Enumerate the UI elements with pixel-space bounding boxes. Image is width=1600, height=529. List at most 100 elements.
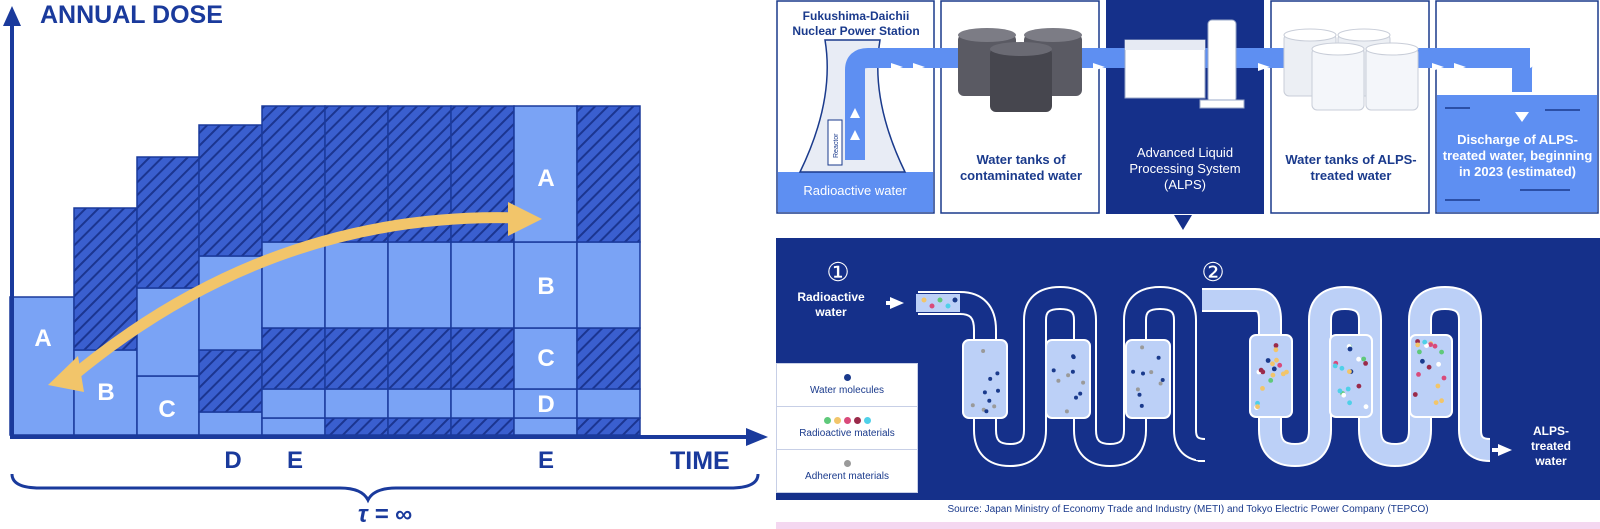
axes [3, 6, 768, 446]
radioactive-dot-icon [833, 417, 841, 424]
particle [1066, 373, 1071, 378]
dose-columns [9, 105, 641, 436]
particle [970, 403, 975, 408]
radioactive-dot-icon [823, 417, 831, 424]
particle [1131, 369, 1136, 374]
particle [1412, 392, 1418, 397]
radioactive-dot-icon [853, 417, 861, 424]
alps-machine [1124, 19, 1245, 109]
x-axis-title: TIME [670, 447, 730, 475]
treated-tanks-label: Water tanks of ALPS-treated water [1285, 152, 1417, 183]
particle [1081, 380, 1086, 385]
reactor-label: Reactor [833, 133, 840, 158]
contaminated-tanks-label: Water tanks of contaminated water [959, 152, 1083, 183]
particle [1439, 349, 1444, 355]
particle [1268, 378, 1274, 383]
particle [1436, 361, 1441, 367]
particle [1139, 403, 1144, 408]
particle [1341, 392, 1347, 398]
block-label-a2: A [537, 165, 554, 192]
particle [1415, 339, 1420, 344]
particle [1332, 363, 1338, 369]
bottom-label-e2: E [538, 447, 554, 474]
particle [1363, 361, 1368, 366]
particle [981, 349, 986, 353]
particle [1435, 383, 1441, 389]
particle [995, 371, 1000, 376]
flow-down-arrow [1174, 215, 1192, 230]
particle [1158, 381, 1163, 386]
block-label-a1: A [34, 325, 51, 352]
particle [1345, 386, 1351, 392]
particle [1337, 388, 1343, 394]
particle [1070, 369, 1075, 374]
particle [1339, 365, 1345, 371]
output-label: ALPS-treated water [1530, 424, 1571, 468]
particle [1135, 387, 1140, 392]
particle [1265, 358, 1271, 363]
bottom-label-d: D [224, 447, 241, 474]
particle [996, 388, 1000, 393]
particle [1433, 400, 1439, 405]
legend-label-water: Water molecules [809, 385, 885, 396]
block-label-b1: B [97, 379, 114, 406]
particle [1356, 356, 1361, 362]
legend-item-water: Water molecules [777, 364, 917, 407]
particle [1426, 364, 1432, 370]
adherent-dot-icon [843, 460, 851, 467]
particle [1137, 392, 1142, 397]
particle [1149, 370, 1154, 375]
alps-label: Advanced Liquid Processing System (ALPS) [1129, 145, 1241, 192]
block-label-c1: C [158, 396, 175, 423]
particle [1255, 400, 1260, 406]
particle [1363, 404, 1369, 410]
particle [1064, 409, 1069, 414]
particle [1051, 368, 1056, 373]
particle [1270, 372, 1276, 378]
particle [1270, 361, 1275, 367]
legend-item-adherent: Adherent materials [777, 450, 917, 492]
particle [1255, 404, 1260, 410]
block-label-d2: D [537, 391, 554, 418]
particle [1156, 355, 1161, 360]
particle [1271, 366, 1277, 372]
particle [1260, 386, 1265, 391]
particle [1140, 345, 1145, 350]
particle [1074, 395, 1078, 400]
particle [992, 404, 997, 409]
particle [1416, 372, 1421, 377]
water-molecule-icon [843, 374, 851, 381]
bottom-accent-bar [776, 522, 1600, 529]
particle [1273, 347, 1279, 353]
legend-label-radioactive: Radioactive materials [799, 428, 895, 439]
particle [1277, 362, 1283, 368]
particle [1347, 369, 1352, 374]
particle [1417, 349, 1422, 355]
particle [1273, 343, 1279, 348]
source-note: Source: Japan Ministry of Economy Trade … [776, 500, 1600, 522]
legend-label-adherent: Adherent materials [805, 471, 889, 482]
y-axis-title: ANNUAL DOSE [40, 1, 223, 29]
discharge-label: Discharge of ALPS-treated water, beginni… [1442, 132, 1593, 179]
particle [1347, 400, 1352, 406]
particle [1422, 339, 1428, 345]
block-label-b2: B [537, 273, 554, 300]
particle [987, 398, 992, 403]
alps-diagram: Reactor [776, 0, 1600, 500]
radioactive-dot-icon [863, 417, 871, 424]
particle [1347, 346, 1353, 352]
y-axis-arrowhead [3, 6, 21, 26]
particle [1141, 371, 1145, 376]
particle [1420, 358, 1425, 364]
particle [1280, 371, 1286, 377]
time-brace [10, 473, 760, 504]
particle [1356, 383, 1362, 389]
block-label-c2: C [537, 345, 554, 372]
particle [1439, 398, 1444, 404]
step-2-marker: ② [1201, 257, 1224, 287]
particle [1432, 343, 1438, 349]
particle [1078, 391, 1083, 396]
cycle-arrow [48, 202, 542, 392]
